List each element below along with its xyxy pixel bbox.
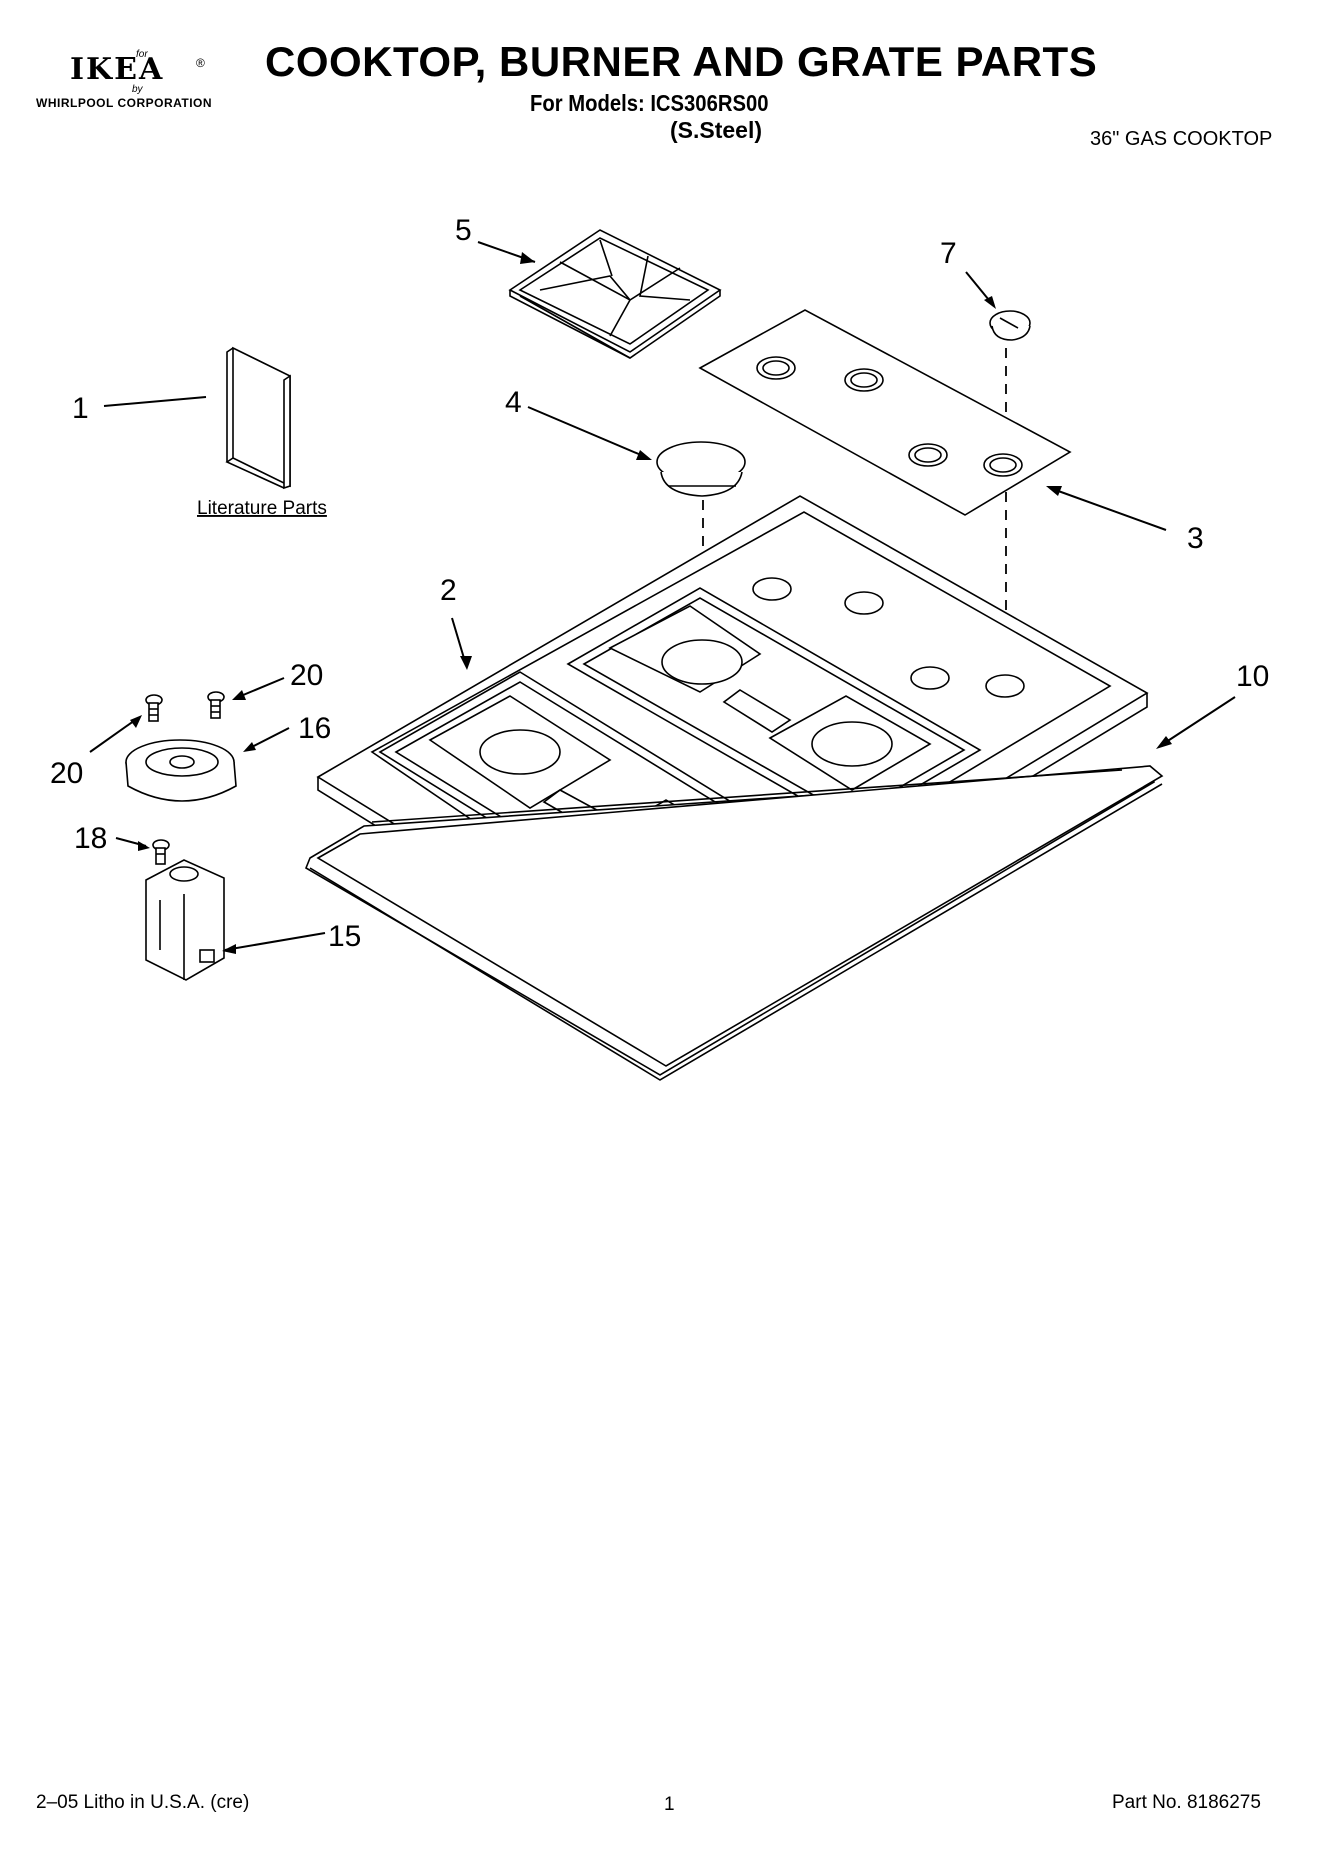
- callout-1: 1: [72, 392, 89, 425]
- cooktop-gasket: [305, 765, 1164, 1081]
- callout-20-lower: 20: [50, 757, 83, 790]
- callout-15: 15: [328, 920, 361, 953]
- page-title: COOKTOP, BURNER AND GRATE PARTS: [265, 38, 1098, 85]
- logo-for-text: for: [136, 49, 148, 60]
- logo-by-text: by: [132, 84, 143, 95]
- screw-upper: [207, 691, 225, 719]
- literature-booklet: [225, 346, 291, 490]
- callout-20-upper: 20: [290, 659, 323, 692]
- callout-18: 18: [74, 822, 107, 855]
- burner-base: [125, 739, 237, 802]
- ikea-logo: IKEA: [70, 52, 165, 87]
- product-type: 36" GAS COOKTOP: [1090, 128, 1273, 150]
- model-number: For Models: ICS306RS00: [530, 90, 769, 116]
- finish-label: (S.Steel): [670, 117, 763, 143]
- orifice-screw: [152, 839, 170, 865]
- control-knob: [989, 310, 1031, 341]
- logo-corporation: WHIRLPOOL CORPORATION: [36, 96, 213, 110]
- part-number: Part No. 8186275: [1112, 1792, 1261, 1813]
- literature-parts-label: Literature Parts: [197, 498, 327, 519]
- page-number: 1: [664, 1794, 675, 1815]
- callout-3: 3: [1187, 522, 1204, 555]
- screw-lower: [145, 694, 163, 722]
- control-panel: [698, 309, 1072, 516]
- print-info: 2–05 Litho in U.S.A. (cre): [36, 1792, 250, 1813]
- registered-mark: ®: [196, 56, 205, 70]
- callout-16: 16: [298, 712, 331, 745]
- callout-5: 5: [455, 214, 472, 247]
- callout-2: 2: [440, 574, 457, 607]
- burner-valve-body: [145, 859, 225, 981]
- callout-7: 7: [940, 237, 957, 270]
- callout-10: 10: [1236, 660, 1269, 693]
- burner-cap: [656, 441, 746, 497]
- grate: [508, 229, 722, 359]
- callout-4: 4: [505, 386, 522, 419]
